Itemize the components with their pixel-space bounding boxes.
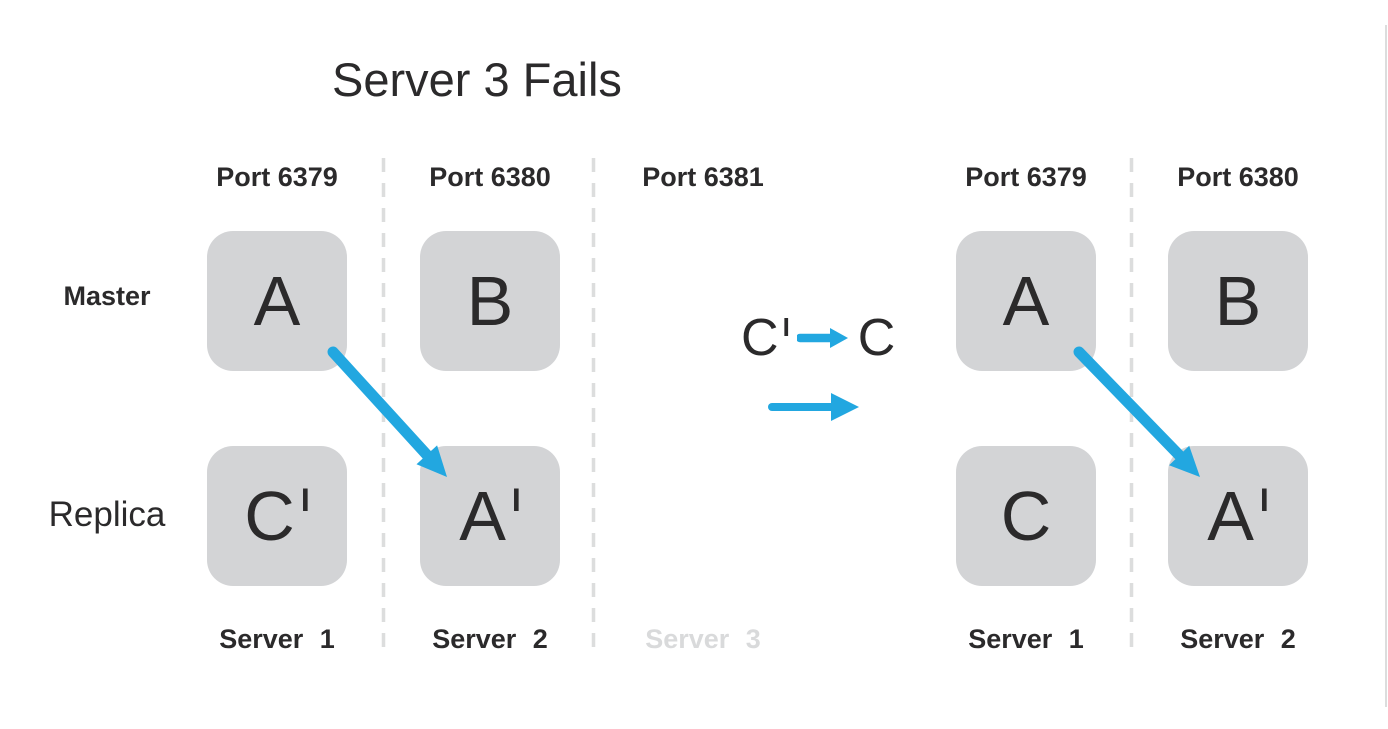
node-master-b-right: B (1168, 231, 1308, 371)
prime-mark: I (782, 312, 790, 342)
node-letter: C (1000, 477, 1052, 555)
server-label-3-failed: Server 3 (645, 624, 761, 654)
node-master-a-left: A (207, 231, 347, 371)
port-label-6380-left: Port 6380 (429, 162, 551, 192)
node-replica-c-promoted: C (956, 446, 1096, 586)
node-letter: B (1214, 262, 1262, 340)
row-label-master: Master (63, 281, 151, 311)
node-letter: A (1207, 477, 1254, 555)
port-label-6381-left: Port 6381 (642, 162, 764, 192)
node-letter: C (244, 477, 295, 555)
node-master-b-left: B (420, 231, 560, 371)
row-label-replica: Replica (48, 495, 166, 534)
prime-mark: I (300, 482, 310, 518)
server-label-2-right: Server 2 (1180, 624, 1296, 654)
promotion-arrow-icon (796, 328, 848, 348)
node-master-a-right: A (956, 231, 1096, 371)
server-label-2-left: Server 2 (432, 624, 548, 654)
promotion-to-letter: C (857, 309, 896, 367)
node-letter: B (466, 262, 514, 340)
port-label-6380-right: Port 6380 (1177, 162, 1299, 192)
node-letter: A (459, 477, 506, 555)
port-label-6379-left: Port 6379 (216, 162, 338, 192)
prime-mark: I (511, 482, 521, 518)
transition-arrow-icon (768, 393, 859, 421)
server-label-1-right: Server 1 (968, 624, 1084, 654)
port-label-6379-right: Port 6379 (965, 162, 1087, 192)
page-edge-line (1385, 25, 1387, 707)
server-label-1-left: Server 1 (219, 624, 335, 654)
node-letter: A (253, 262, 301, 340)
diagram-title: Server 3 Fails (332, 53, 622, 106)
node-letter: A (1002, 262, 1050, 340)
prime-mark: I (1259, 482, 1269, 518)
promotion-from-letter: C (741, 309, 779, 367)
